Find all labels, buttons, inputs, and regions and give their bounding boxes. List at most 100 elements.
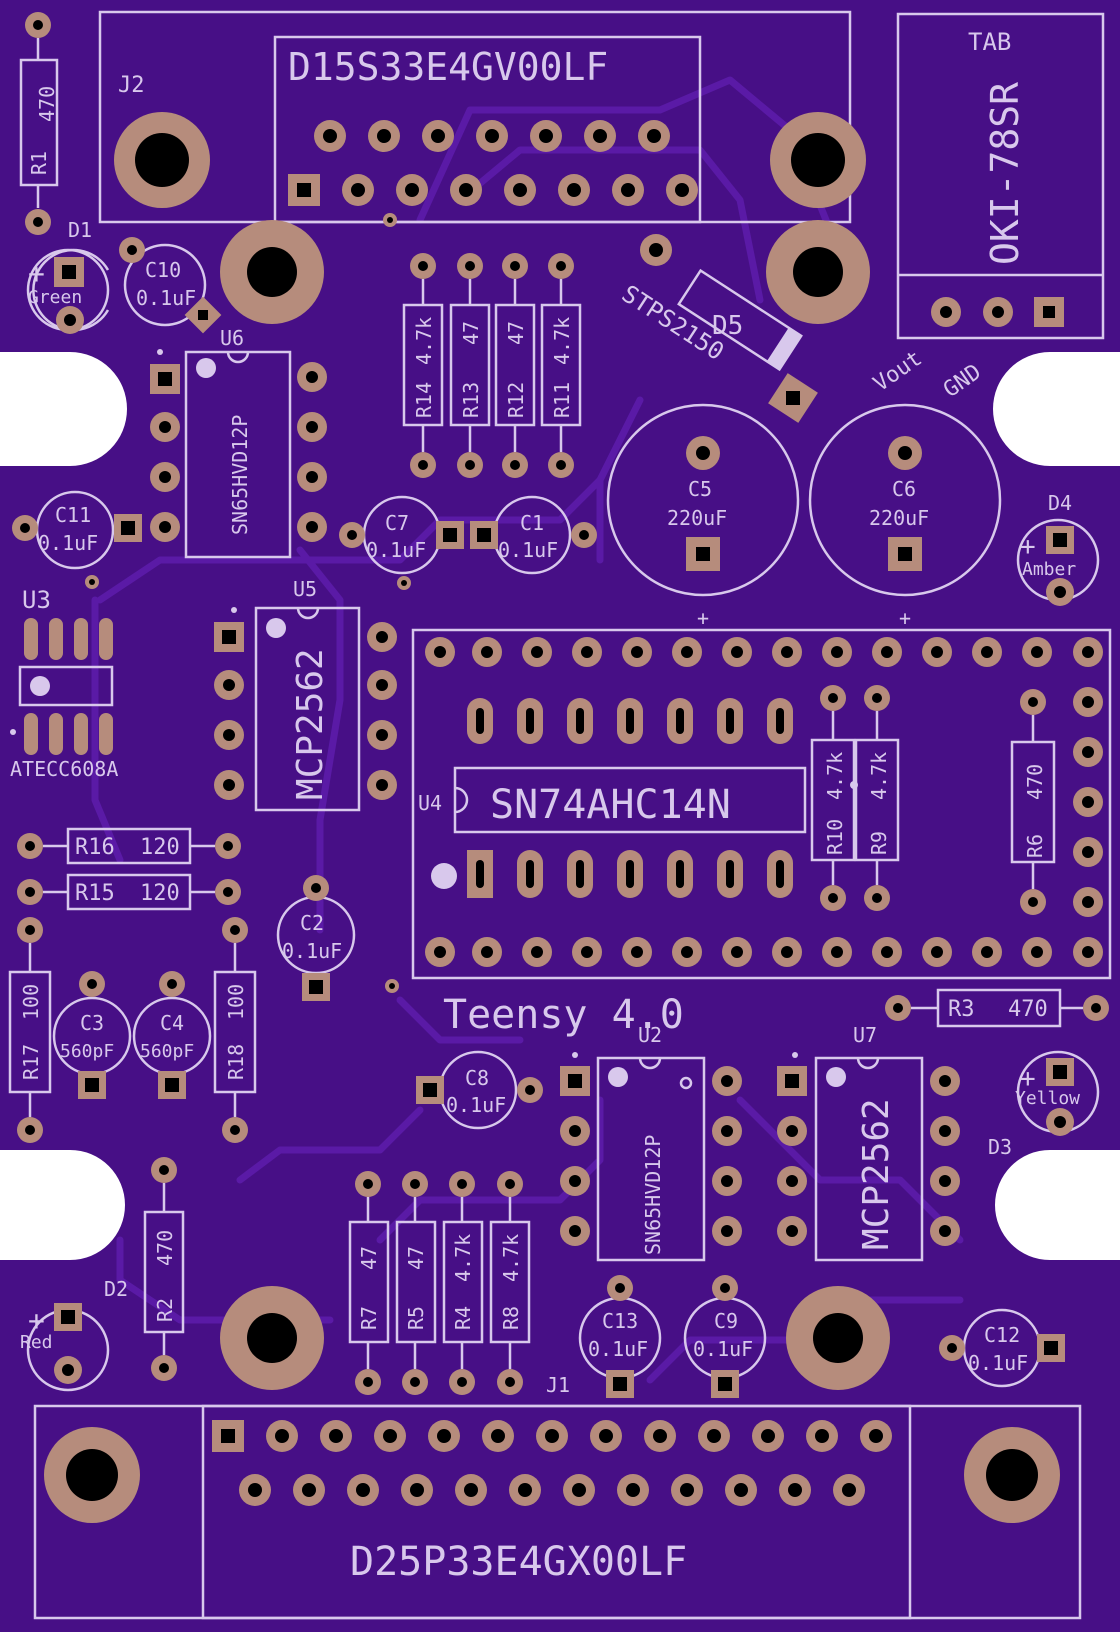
d3-ref: D3 [988, 1135, 1012, 1159]
r11-ref: R11 [550, 382, 574, 418]
ic-u4: U4 SN74AHC14N [418, 698, 807, 898]
r18-value: 100 [224, 984, 248, 1020]
capacitor-c13: C13 0.1uF [578, 1275, 662, 1398]
mounting-hole [813, 1313, 863, 1363]
resistor-r3: R3 470 [885, 988, 1109, 1028]
r7-value: 47 [357, 1246, 381, 1270]
r7-ref: R7 [357, 1306, 381, 1330]
j1-pin-row-bottom [239, 1474, 865, 1506]
resistor-r1: R1 470 [19, 12, 59, 235]
d2-ref: D2 [104, 1277, 128, 1301]
teensy-pin-row-bottom [425, 937, 1103, 967]
r4-value: 4.7k [451, 1234, 475, 1282]
led-d3-yellow: + Yellow D3 [988, 1050, 1100, 1159]
c5-ref: C5 [688, 477, 712, 501]
r16-ref: R16 [75, 835, 115, 860]
capacitor-c6: C6 220uF + [808, 403, 1002, 630]
resistor-r12: R12 47 [494, 253, 536, 478]
u7-part: MCP2562 [856, 1098, 897, 1250]
d3-color-label: Yellow [1015, 1088, 1080, 1109]
resistor-r9: R9 4.7k [854, 685, 900, 911]
c8-ref: C8 [465, 1066, 489, 1090]
c11-ref: C11 [55, 503, 91, 527]
r18-ref: R18 [224, 1044, 248, 1080]
r9-ref: R9 [867, 831, 891, 855]
resistor-r18: R18 100 [213, 917, 257, 1143]
c3-ref: C3 [80, 1011, 104, 1035]
d4-polarity-plus: + [1020, 532, 1036, 562]
resistor-r8: R8 4.7k [489, 1171, 531, 1395]
teensy-module: Teensy 4.0 [411, 628, 1112, 1038]
c2-value: 0.1uF [282, 939, 342, 963]
resistor-r5: R5 47 [395, 1171, 437, 1395]
d3-polarity-plus: + [1020, 1064, 1036, 1094]
c4-value: 560pF [140, 1041, 194, 1062]
led-d4-amber: D4 + Amber [1016, 491, 1100, 606]
r5-value: 47 [404, 1246, 428, 1270]
r14-value: 4.7k [412, 317, 436, 365]
r2-ref: R2 [153, 1298, 177, 1322]
r11-value: 4.7k [550, 317, 574, 365]
r17-value: 100 [19, 984, 43, 1020]
resistor-r15: R15 120 [17, 873, 241, 911]
capacitor-c7: C7 0.1uF [339, 495, 464, 575]
u6-ref: U6 [220, 326, 244, 350]
u2-ref: U2 [638, 1023, 662, 1047]
c10-ref: C10 [145, 258, 181, 282]
teensy-pin-column-right [1073, 687, 1103, 917]
c8-value: 0.1uF [446, 1093, 506, 1117]
r6-ref: R6 [1023, 834, 1047, 858]
capacitor-c10: C10 0.1uF [119, 237, 222, 334]
mounting-hole [247, 247, 297, 297]
capacitor-c3: C3 560pF [52, 971, 132, 1099]
r8-value: 4.7k [499, 1234, 523, 1282]
j2-pin-row-bottom [288, 174, 698, 206]
capacitor-c8: C8 0.1uF [416, 1050, 543, 1130]
c6-polarity-plus: + [899, 606, 911, 630]
u6-part: SN65HVD12P [228, 415, 252, 535]
vias [85, 213, 411, 993]
c6-value: 220uF [869, 506, 929, 530]
ic-u7: U7 MCP2562 [777, 1023, 960, 1262]
c1-value: 0.1uF [498, 538, 558, 562]
u5-ref: U5 [293, 577, 317, 601]
r12-value: 47 [504, 321, 528, 345]
c9-ref: C9 [714, 1309, 738, 1333]
capacitor-c2: C2 0.1uF [276, 875, 356, 1001]
regulator-outline [896, 12, 1105, 340]
j1-ref: J1 [546, 1373, 570, 1397]
r10-value: 4.7k [823, 752, 847, 800]
j2-connector: J2 D15S33E4GV00LF [98, 10, 866, 224]
j1-part-label: D25P33E4GX00LF [350, 1539, 687, 1585]
r9-value: 4.7k [867, 752, 891, 800]
led-d1-green: D1 + Green [26, 218, 110, 334]
r3-ref: R3 [948, 997, 975, 1022]
r13-ref: R13 [459, 382, 483, 418]
capacitor-c5: C5 220uF + [606, 403, 800, 630]
c12-ref: C12 [984, 1323, 1020, 1347]
mounting-hole [247, 1313, 297, 1363]
u3-part: ATECC608A [10, 757, 118, 781]
r14-ref: R14 [412, 382, 436, 418]
mounting-hole [986, 1449, 1038, 1501]
led-d2-red: D2 + Red [20, 1277, 128, 1392]
resistor-r7: R7 47 [348, 1171, 390, 1395]
resistor-r17: R17 100 [8, 917, 52, 1143]
u5-part: MCP2562 [290, 648, 331, 800]
r5-ref: R5 [404, 1306, 428, 1330]
capacitor-c1: C1 0.1uF [470, 495, 597, 575]
capacitor-c4: C4 560pF [132, 971, 212, 1099]
regulator-part-label: OKI-78SR [983, 82, 1027, 265]
teensy-pin-row-top [425, 637, 1103, 667]
u4-pins-top [467, 698, 793, 744]
resistor-r10: R10 4.7k [810, 685, 856, 911]
r12-ref: R12 [504, 382, 528, 418]
d4-color-label: Amber [1022, 559, 1076, 580]
mounting-hole [793, 247, 843, 297]
r17-ref: R17 [19, 1044, 43, 1080]
u4-part: SN74AHC14N [490, 782, 731, 828]
u4-pins-bottom [467, 850, 793, 898]
r13-value: 47 [459, 321, 483, 345]
